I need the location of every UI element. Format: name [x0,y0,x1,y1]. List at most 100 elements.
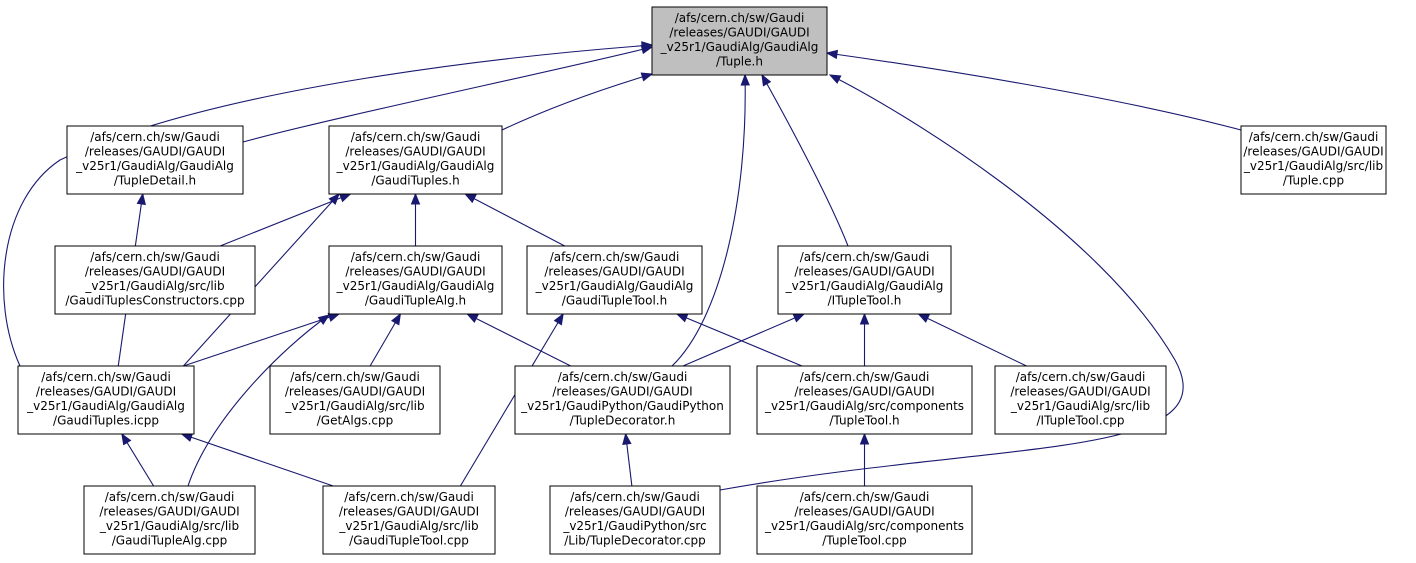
edge-gaudituplesconstructors_cpp-to-gaudituples_h [219,193,352,247]
node-gauditaplealg-h[interactable]: /afs/cern.ch/sw/Gaudi/releases/GAUDI/GAU… [328,245,503,315]
edge-ituppletool_cpp-to-ituppletool_h [917,313,1027,367]
edge-line [459,313,564,487]
edge-tupledecorator_cpp-to-tupledecorator_h [622,432,633,487]
node-label-line: _v25r1/GaudiAlg/GaudiAlg [336,159,495,173]
edge-arrowhead [641,41,654,51]
node-ituppletool-h[interactable]: /afs/cern.ch/sw/Gaudi/releases/GAUDI/GAU… [777,245,952,315]
node-box [54,245,256,315]
edge-tupletool_cpp-to-tupletool_h [859,432,870,486]
edge-arrowhead [317,314,331,325]
node-gaudituplesconstructors-cpp[interactable]: /afs/cern.ch/sw/Gaudi/releases/GAUDI/GAU… [54,245,256,315]
node-tupledecorator-cpp[interactable]: /afs/cern.ch/sw/Gaudi/releases/GAUDI/GAU… [549,485,721,555]
edge-line [826,52,1242,131]
edge-line [676,313,803,367]
node-tupledetail-h[interactable]: /afs/cern.ch/sw/Gaudi/releases/GAUDI/GAU… [66,125,244,195]
node-gauditaplealg-cpp[interactable]: /afs/cern.ch/sw/Gaudi/releases/GAUDI/GAU… [83,485,256,555]
node-label-line: /TupleTool.h [829,414,899,428]
node-label-line: /afs/cern.ch/sw/Gaudi [351,130,481,144]
node-tupletool-h[interactable]: /afs/cern.ch/sw/Gaudi/releases/GAUDI/GAU… [756,365,973,435]
node-label-line: /afs/cern.ch/sw/Gaudi [558,370,688,384]
node-label-line: _v25r1/GaudiAlg/GaudiAlg [75,159,234,173]
edge-gauditupletool_cpp-to-gauditupletool_h [459,312,564,487]
node-label-line: /afs/cern.ch/sw/Gaudi [675,11,805,25]
node-tupledecorator-h[interactable]: /afs/cern.ch/sw/Gaudi/releases/GAUDI/GAU… [514,365,731,435]
node-label-line: /releases/GAUDI/GAUDI [565,505,705,519]
node-label-line: /GetAlgs.cpp [317,414,394,428]
edge-gaudituples_icpp-to-gaudituples_h [182,193,340,367]
edge-line [182,193,340,367]
node-label-line: /afs/cern.ch/sw/Gaudi [41,370,171,384]
edge-line [761,74,849,247]
node-label-line: /releases/GAUDI/GAUDI [345,265,485,279]
node-tuple-h[interactable]: /afs/cern.ch/sw/Gaudi/releases/GAUDI/GAU… [651,6,828,76]
node-label-line: _v25r1/GaudiAlg/src/lib [84,279,224,293]
node-label-line: _v25r1/GaudiAlg/GaudiAlg [785,279,944,293]
node-gauditupletool-cpp[interactable]: /afs/cern.ch/sw/Gaudi/releases/GAUDI/GAU… [322,485,496,555]
node-label-line: /afs/cern.ch/sw/Gaudi [351,250,481,264]
node-box [514,365,731,435]
edge-tuple_cpp-to-tuple_h [825,49,1242,131]
node-label-line: _v25r1/GaudiPython/GaudiPython [520,399,724,413]
node-box [756,365,973,435]
node-gaudituples-icpp[interactable]: /afs/cern.ch/sw/Gaudi/releases/GAUDI/GAU… [17,365,195,435]
node-label-line: /releases/GAUDI/GAUDI [339,505,479,519]
edge-arrowhead [740,73,750,86]
node-label-line: /releases/GAUDI/GAUDI [544,265,684,279]
node-label-line: _v25r1/GaudiAlg/src/components [764,399,964,413]
node-label-line: /TupleTool.cpp [822,534,906,548]
node-gaudituples-h[interactable]: /afs/cern.ch/sw/Gaudi/releases/GAUDI/GAU… [328,125,503,195]
node-label-line: /releases/GAUDI/GAUDI [794,265,934,279]
node-gauditupletool-h[interactable]: /afs/cern.ch/sw/Gaudi/releases/GAUDI/GAU… [526,245,703,315]
node-box [328,125,503,195]
node-tuple-cpp[interactable]: /afs/cern.ch/sw/Gaudi/releases/GAUDI/GAU… [1240,125,1387,195]
edge-gauditaplealg_h-to-gaudituples_h [410,192,421,246]
node-label-line: _v25r1/GaudiAlg/GaudiAlg [26,399,185,413]
node-label-line: /GaudiTupleAlg.cpp [112,534,228,548]
edge-gaudituples_h-to-tuple_h [501,72,654,131]
edge-arrowhead [136,192,146,206]
edge-line [682,313,805,367]
node-label-line: /afs/cern.ch/sw/Gaudi [105,490,235,504]
node-label-line: /ITupleTool.cpp [1037,414,1125,428]
node-getalgs-cpp[interactable]: /afs/cern.ch/sw/Gaudi/releases/GAUDI/GAU… [269,365,441,435]
node-ituppletool-cpp[interactable]: /afs/cern.ch/sw/Gaudi/releases/GAUDI/GAU… [994,365,1167,435]
edges-layer [3,41,1242,491]
node-label-line: /releases/GAUDI/GAUDI [794,505,934,519]
edge-arrowhead [338,193,352,203]
edge-arrowhead [640,72,654,82]
node-label-line: /releases/GAUDI/GAUDI [345,145,485,159]
node-box [549,485,721,555]
node-label-line: /afs/cern.ch/sw/Gaudi [1016,370,1146,384]
node-label-line: _v25r1/GaudiAlg/GaudiAlg [660,40,819,54]
node-label-line: /afs/cern.ch/sw/Gaudi [1249,130,1379,144]
node-label-line: /TupleDetail.h [114,174,196,188]
node-label-line: /releases/GAUDI/GAUDI [669,26,809,40]
edge-line [187,314,330,487]
edge-line [464,193,566,247]
edge-arrowhead [917,313,931,323]
node-label-line: /GaudiTuplesConstructors.cpp [65,294,244,308]
node-label-line: _v25r1/GaudiAlg/src/components [764,519,964,533]
edge-getalgs_cpp-to-gauditaplealg_h [369,312,402,367]
edge-arrowhead [390,312,402,326]
node-label-line: /afs/cern.ch/sw/Gaudi [290,370,420,384]
edge-arrowhead [825,49,839,60]
node-box [1240,125,1387,195]
node-label-line: /releases/GAUDI/GAUDI [99,505,239,519]
node-label-line: /afs/cern.ch/sw/Gaudi [570,490,700,504]
node-label-line: _v25r1/GaudiAlg/src/lib [99,519,239,533]
node-label-line: /afs/cern.ch/sw/Gaudi [90,250,220,264]
node-label-line: /afs/cern.ch/sw/Gaudi [800,490,930,504]
edge-tupledecorator_h-to-tuple_h [671,73,750,367]
node-label-line: /releases/GAUDI/GAUDI [552,385,692,399]
node-box [526,245,703,315]
node-box [994,365,1167,435]
edge-arrowhead [410,192,421,205]
node-tupletool-cpp[interactable]: /afs/cern.ch/sw/Gaudi/releases/GAUDI/GAU… [756,485,973,555]
node-label-line: /afs/cern.ch/sw/Gaudi [550,250,680,264]
edge-line [918,313,1027,367]
edge-arrowhead [859,432,870,445]
node-label-line: /afs/cern.ch/sw/Gaudi [344,490,474,504]
edge-gauditaplealg_cpp-to-gauditaplealg_h [187,314,331,487]
